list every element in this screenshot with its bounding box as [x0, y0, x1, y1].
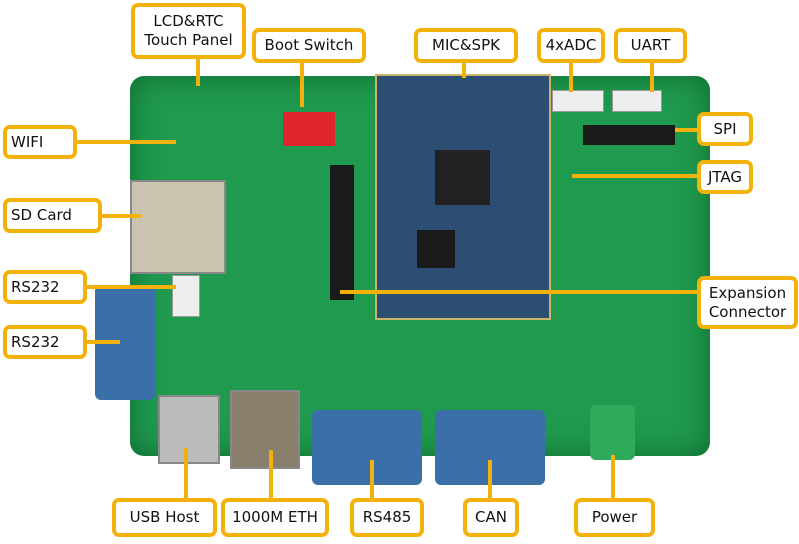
cpu-chip [435, 150, 490, 205]
leader-line [76, 140, 176, 144]
leader-line [340, 290, 697, 294]
leader-line [572, 174, 697, 178]
label-4xadc: 4xADC [537, 28, 605, 63]
label-uart: UART [614, 28, 687, 63]
label-rs232-db9: RS232 [3, 325, 87, 359]
label-mic-spk: MIC&SPK [414, 28, 518, 63]
memory-chip [417, 230, 455, 268]
label-power: Power [574, 498, 655, 537]
label-1000m-eth: 1000M ETH [221, 498, 329, 537]
label-lcd-rtc-touch-panel: LCD&RTC Touch Panel [131, 3, 246, 59]
rs232-header [172, 275, 200, 317]
leader-line [184, 448, 188, 498]
spi-header [583, 125, 675, 145]
label-boot-switch: Boot Switch [252, 28, 366, 63]
leader-line [650, 62, 654, 92]
leader-line [370, 460, 374, 498]
leader-line [86, 340, 120, 344]
label-jtag: JTAG [697, 160, 753, 194]
leader-line [462, 62, 466, 78]
usb-port [158, 395, 220, 464]
leader-line [269, 450, 273, 498]
power-terminal [590, 405, 635, 460]
label-rs485: RS485 [350, 498, 424, 537]
label-sd-card: SD Card [3, 198, 102, 233]
uart-header [612, 90, 662, 112]
leader-line [86, 285, 176, 289]
leader-line [300, 62, 304, 107]
boot-dip-switch [283, 112, 335, 146]
label-usb-host: USB Host [112, 498, 217, 537]
leader-line [196, 58, 200, 86]
leader-line [611, 455, 615, 498]
label-can: CAN [463, 498, 519, 537]
label-wifi: WIFI [3, 125, 77, 159]
leader-line [488, 460, 492, 498]
leader-line [569, 62, 573, 92]
expansion-connector-socket [330, 165, 354, 300]
label-spi: SPI [697, 112, 753, 146]
leader-line [675, 128, 697, 132]
ethernet-port [230, 390, 300, 469]
label-rs232-header: RS232 [3, 270, 87, 304]
adc-header [552, 90, 604, 112]
sd-card-slot [130, 180, 226, 274]
rs485-db9 [312, 410, 422, 485]
label-expansion-connector: Expansion Connector [697, 276, 798, 329]
leader-line [101, 214, 141, 218]
